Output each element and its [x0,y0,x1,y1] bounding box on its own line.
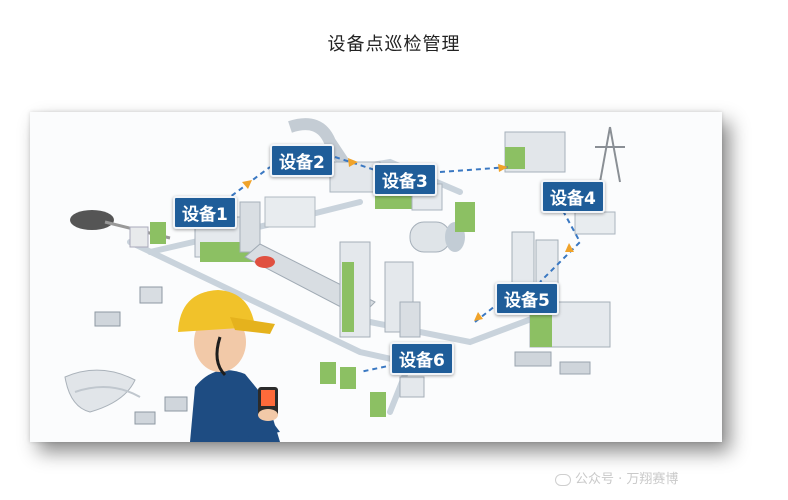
plant-diagram [30,112,722,442]
equipment-tag-4[interactable]: 设备4 [541,180,605,213]
equipment-tag-1[interactable]: 设备1 [173,196,237,229]
quarry-area [65,287,187,424]
equipment-tag-6[interactable]: 设备6 [390,342,454,375]
watermark-text: 公众号 · 万翔赛博 [575,472,678,487]
equipment-tag-3[interactable]: 设备3 [373,163,437,196]
plant-illustration: 设备1 设备2 设备3 设备4 设备5 设备6 [30,112,722,442]
equipment-tag-2[interactable]: 设备2 [270,144,334,177]
equipment-tag-5[interactable]: 设备5 [495,282,559,315]
inspector-worker [178,290,280,442]
watermark: 公众号 · 万翔赛博 [555,468,678,487]
feed-conveyor [70,210,170,247]
wechat-icon [555,474,571,486]
page-title: 设备点巡检管理 [0,30,788,56]
